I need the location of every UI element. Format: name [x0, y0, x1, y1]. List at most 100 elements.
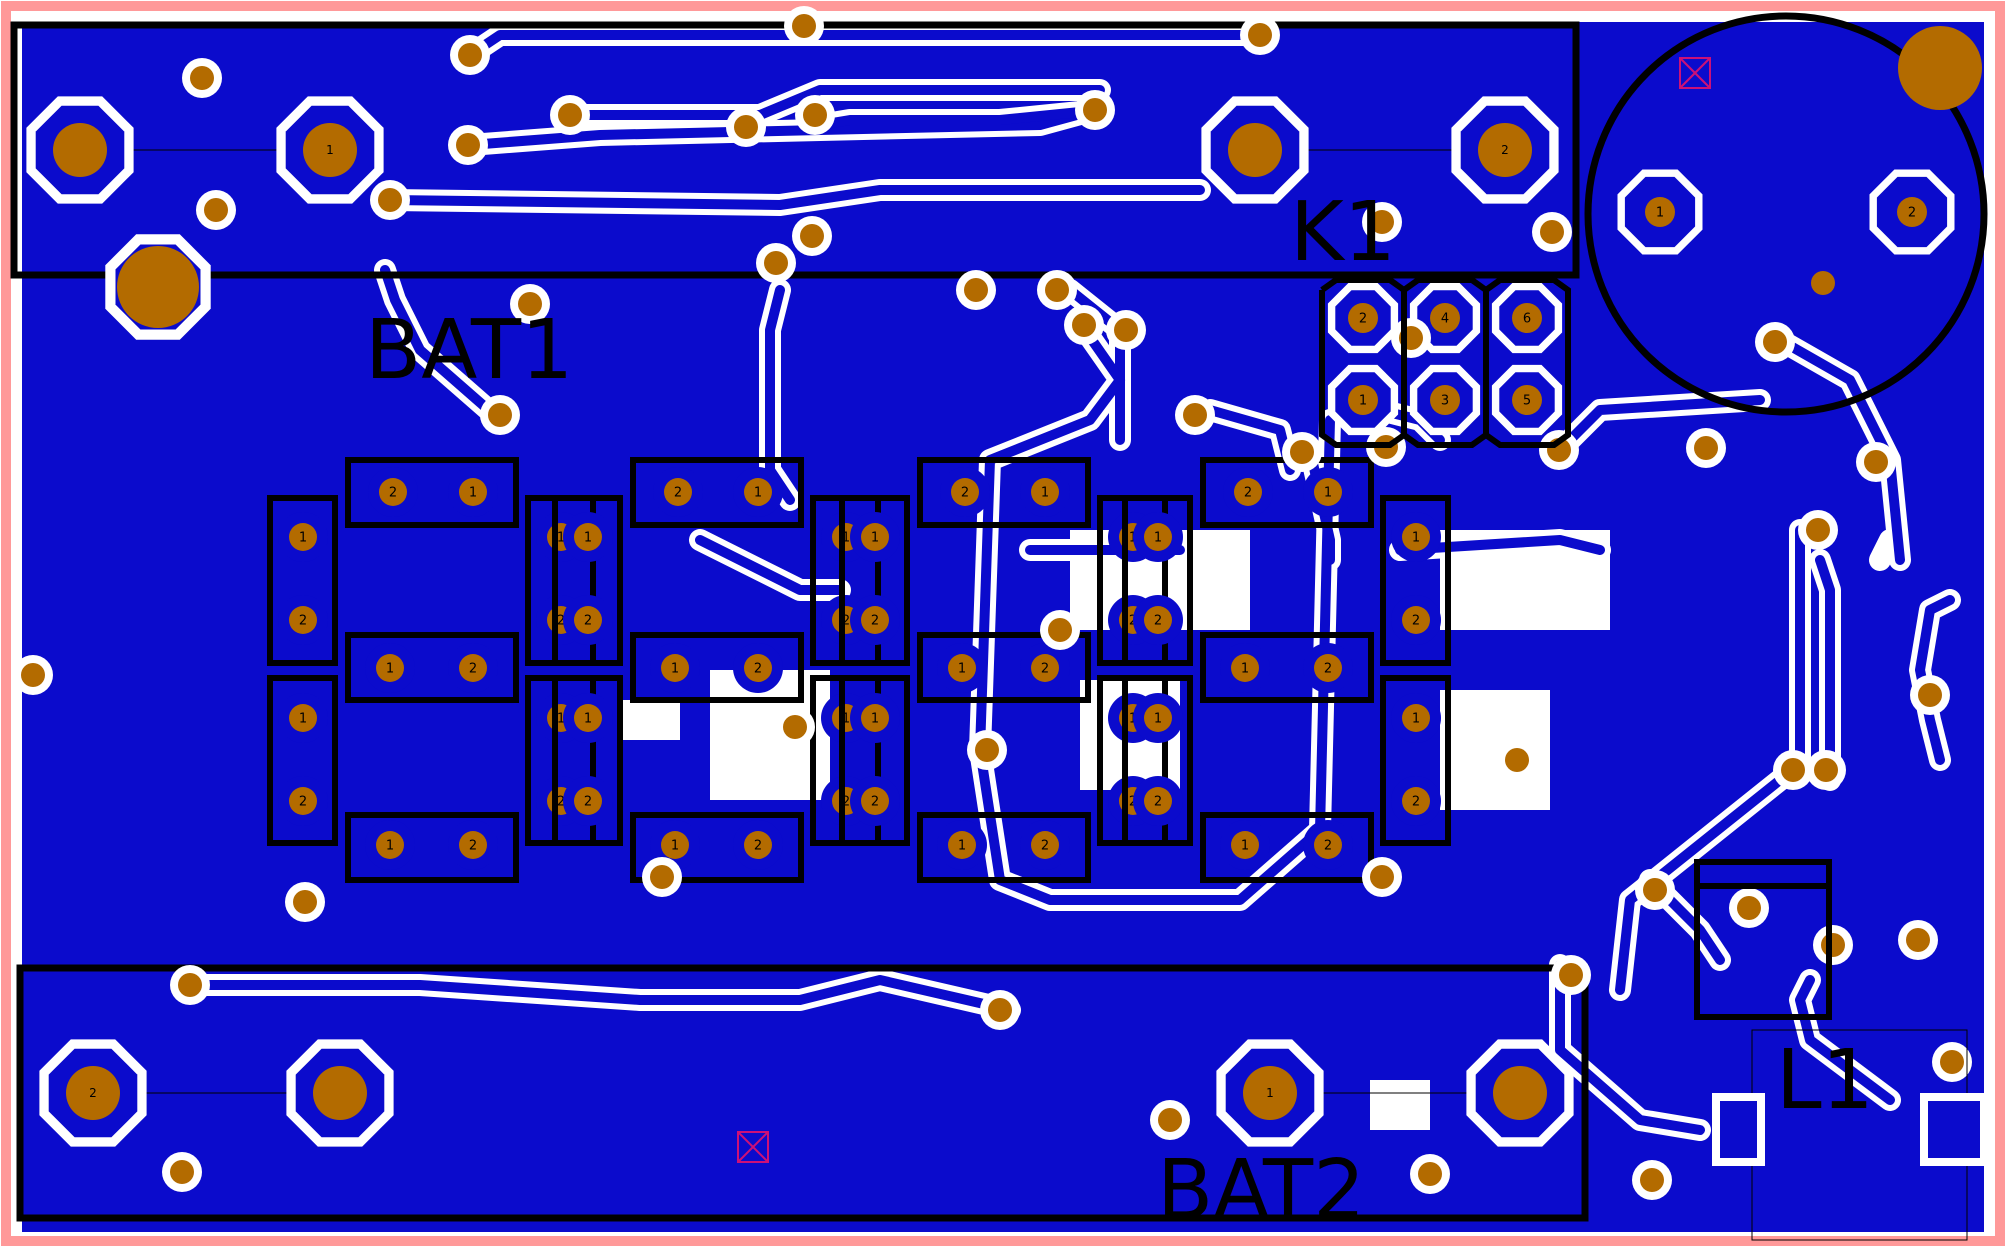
- component-outline: [630, 457, 804, 528]
- pin-number: 2: [557, 614, 565, 629]
- via: [1814, 758, 1838, 782]
- pad: [1512, 385, 1542, 415]
- via: [1370, 210, 1394, 234]
- pin-number: 1: [1412, 712, 1420, 727]
- pin-number: 2: [1244, 486, 1252, 501]
- pin-number: 1: [871, 712, 879, 727]
- via: [734, 115, 758, 139]
- via: [1505, 748, 1529, 772]
- pad: [303, 123, 357, 177]
- pin-number: 2: [1041, 662, 1049, 677]
- pad: [574, 523, 602, 551]
- pad: [1144, 704, 1172, 732]
- pad: [1512, 303, 1542, 333]
- pin-number: 2: [469, 839, 477, 854]
- pin-number: 1: [299, 712, 307, 727]
- via: [1114, 318, 1138, 342]
- pad: [1402, 787, 1430, 815]
- via: [1370, 865, 1394, 889]
- component-outline: [345, 812, 519, 883]
- via: [975, 738, 999, 762]
- pad: [948, 654, 976, 682]
- l1-pad-left: [1712, 1093, 1765, 1166]
- via: [1290, 440, 1314, 464]
- pad: [1430, 385, 1460, 415]
- pin-number: 2: [871, 614, 879, 629]
- pin-number: 4: [1441, 312, 1449, 327]
- pad: [1348, 303, 1378, 333]
- component-outline: [552, 495, 623, 666]
- pin-number: 1: [1241, 662, 1249, 677]
- pad: [1402, 606, 1430, 634]
- via: [650, 865, 674, 889]
- via: [1811, 271, 1835, 295]
- via: [1072, 313, 1096, 337]
- via: [1083, 98, 1107, 122]
- pad: [661, 831, 689, 859]
- pad: [1031, 654, 1059, 682]
- via: [1821, 933, 1845, 957]
- pad: [1144, 523, 1172, 551]
- pin-number: 2: [389, 486, 397, 501]
- via: [204, 198, 228, 222]
- pad: [376, 654, 404, 682]
- via: [178, 973, 202, 997]
- l1-outline: [1694, 859, 1832, 1020]
- component-outline: [630, 812, 804, 883]
- pin-number: 2: [299, 795, 307, 810]
- pad: [1402, 523, 1430, 551]
- via: [1940, 1050, 1964, 1074]
- pad: [861, 787, 889, 815]
- pad: [289, 606, 317, 634]
- via: [170, 1160, 194, 1184]
- pad: [289, 704, 317, 732]
- pad: [574, 704, 602, 732]
- via: [518, 292, 542, 316]
- via: [1048, 618, 1072, 642]
- fiducial-marker-bottom: [737, 1131, 769, 1163]
- pad: [376, 831, 404, 859]
- pin-number: 3: [1441, 394, 1449, 409]
- pin-number: 1: [842, 712, 850, 727]
- pin-number: 1: [1154, 712, 1162, 727]
- pin-number: 2: [1324, 662, 1332, 677]
- component-outline: [1122, 675, 1193, 846]
- pin-number: 2: [89, 1086, 97, 1100]
- pad: [289, 523, 317, 551]
- pin-number: 1: [958, 839, 966, 854]
- pin-number: 1: [584, 712, 592, 727]
- pad: [459, 831, 487, 859]
- component-outline: [1380, 495, 1451, 666]
- pin-number: 2: [1041, 839, 1049, 854]
- via: [1158, 1108, 1182, 1132]
- pin-number: 1: [958, 662, 966, 677]
- pin-number: 1: [469, 486, 477, 501]
- component-outline: [917, 632, 1091, 703]
- via: [456, 133, 480, 157]
- pad: [574, 787, 602, 815]
- via: [293, 890, 317, 914]
- pad: [53, 123, 107, 177]
- pad: [1314, 831, 1342, 859]
- buzzer-hole: [1898, 26, 1982, 110]
- pad: [1348, 385, 1378, 415]
- pin-number: 1: [671, 662, 679, 677]
- pin-number: 2: [1129, 614, 1137, 629]
- pad: [1231, 831, 1259, 859]
- pad: [744, 831, 772, 859]
- pin-number: 2: [584, 614, 592, 629]
- component-outline: [839, 495, 910, 666]
- component-outline: [345, 457, 519, 528]
- component-outline: [345, 632, 519, 703]
- bat2-outline: [16, 964, 1589, 1222]
- pin-number: 2: [299, 614, 307, 629]
- pad: [664, 478, 692, 506]
- pin-number: 1: [1241, 839, 1249, 854]
- buzzer-outline: [1584, 12, 1988, 416]
- via: [764, 251, 788, 275]
- pin-number: 2: [1154, 614, 1162, 629]
- pin-number: 2: [584, 795, 592, 810]
- pad: [66, 1066, 120, 1120]
